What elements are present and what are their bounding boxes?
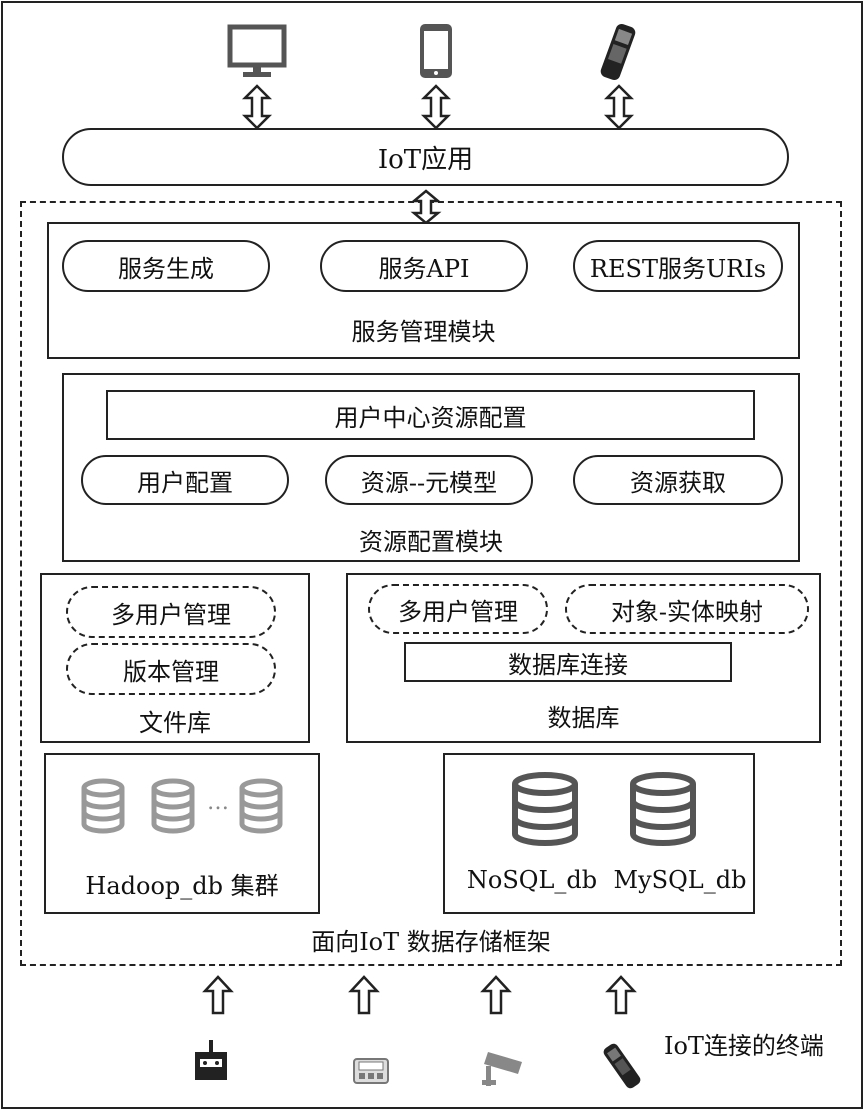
rect-label: 数据库连接 — [508, 650, 628, 679]
iot-terminals-label: IoT连接的终端 — [664, 1032, 824, 1060]
service-module-title: 服务管理模块 — [351, 318, 496, 346]
ellipsis: … — [207, 790, 229, 815]
object-entity-mapping-pill: 对象-实体映射 — [565, 584, 809, 634]
sql-db-box — [443, 753, 755, 914]
pill-label: REST服务URIs — [589, 254, 767, 283]
user-center-resource-config: 用户中心资源配置 — [106, 390, 755, 440]
pill-label: 资源获取 — [630, 468, 726, 497]
smartphone-icon — [420, 24, 452, 78]
handheld-scanner-icon — [600, 23, 636, 81]
database-connection: 数据库连接 — [404, 642, 732, 682]
pill-label: 多用户管理 — [111, 600, 231, 629]
user-config-pill: 用户配置 — [81, 455, 289, 505]
mysql-db-label: MySQL_db — [613, 866, 747, 894]
nosql-db-label: NoSQL_db — [466, 866, 598, 894]
resource-module-title: 资源配置模块 — [359, 528, 503, 556]
database-icon — [81, 778, 125, 834]
version-management-pill: 版本管理 — [66, 643, 276, 695]
up-arrow-icon — [480, 975, 512, 1015]
pill-label: 用户配置 — [137, 468, 233, 497]
up-arrow-icon — [202, 975, 234, 1015]
resource-acquisition-pill: 资源获取 — [573, 455, 783, 505]
service-generation-pill: 服务生成 — [62, 240, 270, 292]
double-arrow-icon — [603, 84, 635, 130]
camera-icon — [482, 1052, 522, 1086]
pill-label: 多用户管理 — [398, 597, 518, 626]
up-arrow-icon — [348, 975, 380, 1015]
double-arrow-icon — [420, 84, 452, 130]
rect-label: 用户中心资源配置 — [334, 403, 527, 432]
hadoop-cluster-label: Hadoop_db 集群 — [85, 872, 279, 900]
handheld-scanner-icon — [603, 1043, 641, 1089]
plc-icon — [353, 1058, 389, 1084]
iot-app-label: IoT应用 — [377, 144, 474, 175]
pill-label: 服务API — [378, 254, 470, 283]
file-library-title: 文件库 — [139, 709, 211, 737]
database-icon — [512, 772, 578, 846]
multi-user-management-pill: 多用户管理 — [66, 586, 276, 638]
rest-service-uris-pill: REST服务URIs — [573, 240, 783, 292]
pill-label: 版本管理 — [123, 657, 219, 686]
database-icon — [239, 778, 283, 834]
service-api-pill: 服务API — [320, 240, 528, 292]
radio-device-icon — [195, 1040, 227, 1080]
monitor-icon — [227, 24, 287, 77]
framework-title: 面向IoT 数据存储框架 — [311, 928, 551, 956]
db-multi-user-management-pill: 多用户管理 — [368, 584, 548, 634]
pill-label: 服务生成 — [118, 254, 214, 283]
pill-label: 资源--元模型 — [360, 468, 498, 497]
double-arrow-icon — [410, 189, 442, 225]
iot-app-bar: IoT应用 — [62, 128, 789, 186]
database-title: 数据库 — [547, 704, 620, 732]
database-icon — [151, 778, 195, 834]
pill-label: 对象-实体映射 — [610, 597, 764, 626]
double-arrow-icon — [241, 84, 273, 130]
resource-metamodel-pill: 资源--元模型 — [325, 455, 533, 505]
database-icon — [630, 772, 696, 846]
up-arrow-icon — [605, 975, 637, 1015]
